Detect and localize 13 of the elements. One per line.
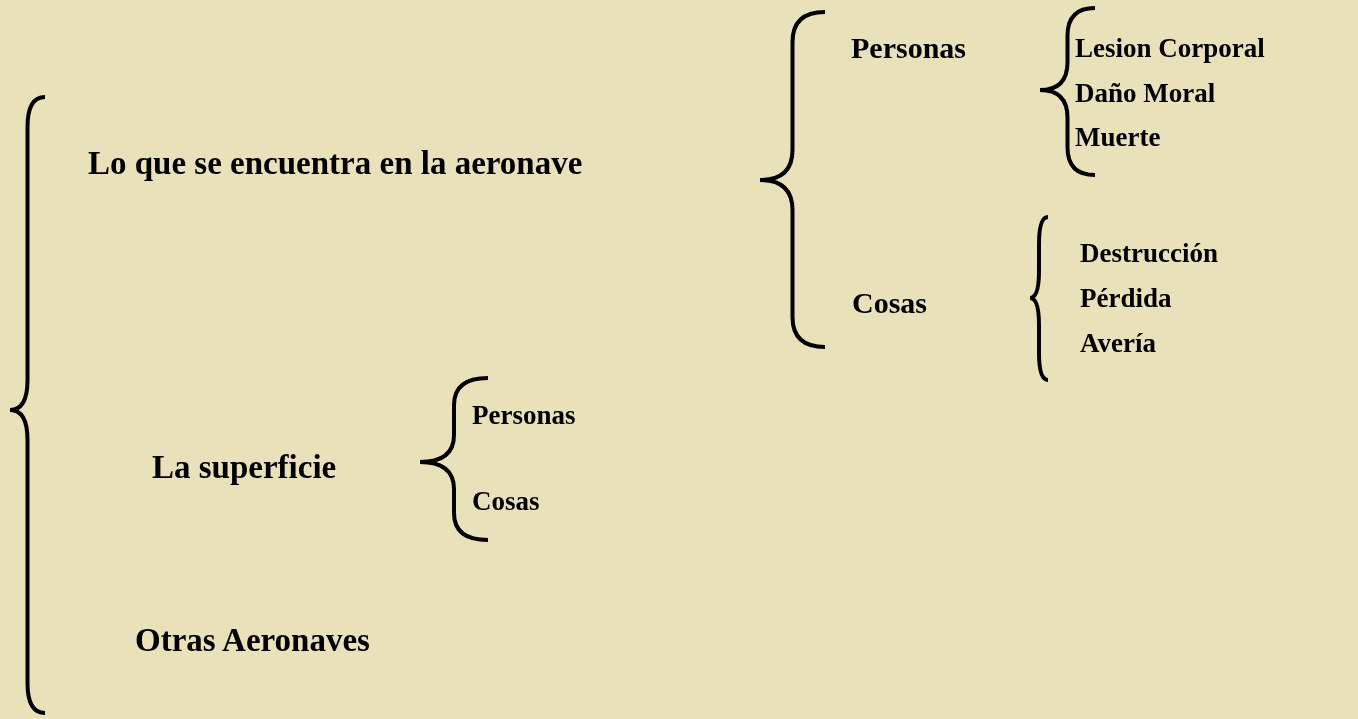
label-text: Lesion Corporal: [1075, 34, 1265, 62]
label-text: Cosas: [472, 487, 540, 515]
label-text: Lo que se encuentra en la aeronave: [88, 146, 583, 180]
label-text: Pérdida: [1080, 284, 1172, 312]
label-text: Muerte: [1075, 123, 1161, 151]
label-text: Daño Moral: [1075, 79, 1216, 107]
label-text: La superficie: [152, 450, 337, 484]
label-text: Personas: [851, 33, 966, 63]
label-text: Cosas: [852, 288, 927, 318]
label-text: Otras Aeronaves: [135, 623, 370, 657]
label-text: Destrucción: [1080, 239, 1218, 267]
label-text: Avería: [1080, 329, 1156, 357]
label-text: Personas: [472, 401, 576, 429]
